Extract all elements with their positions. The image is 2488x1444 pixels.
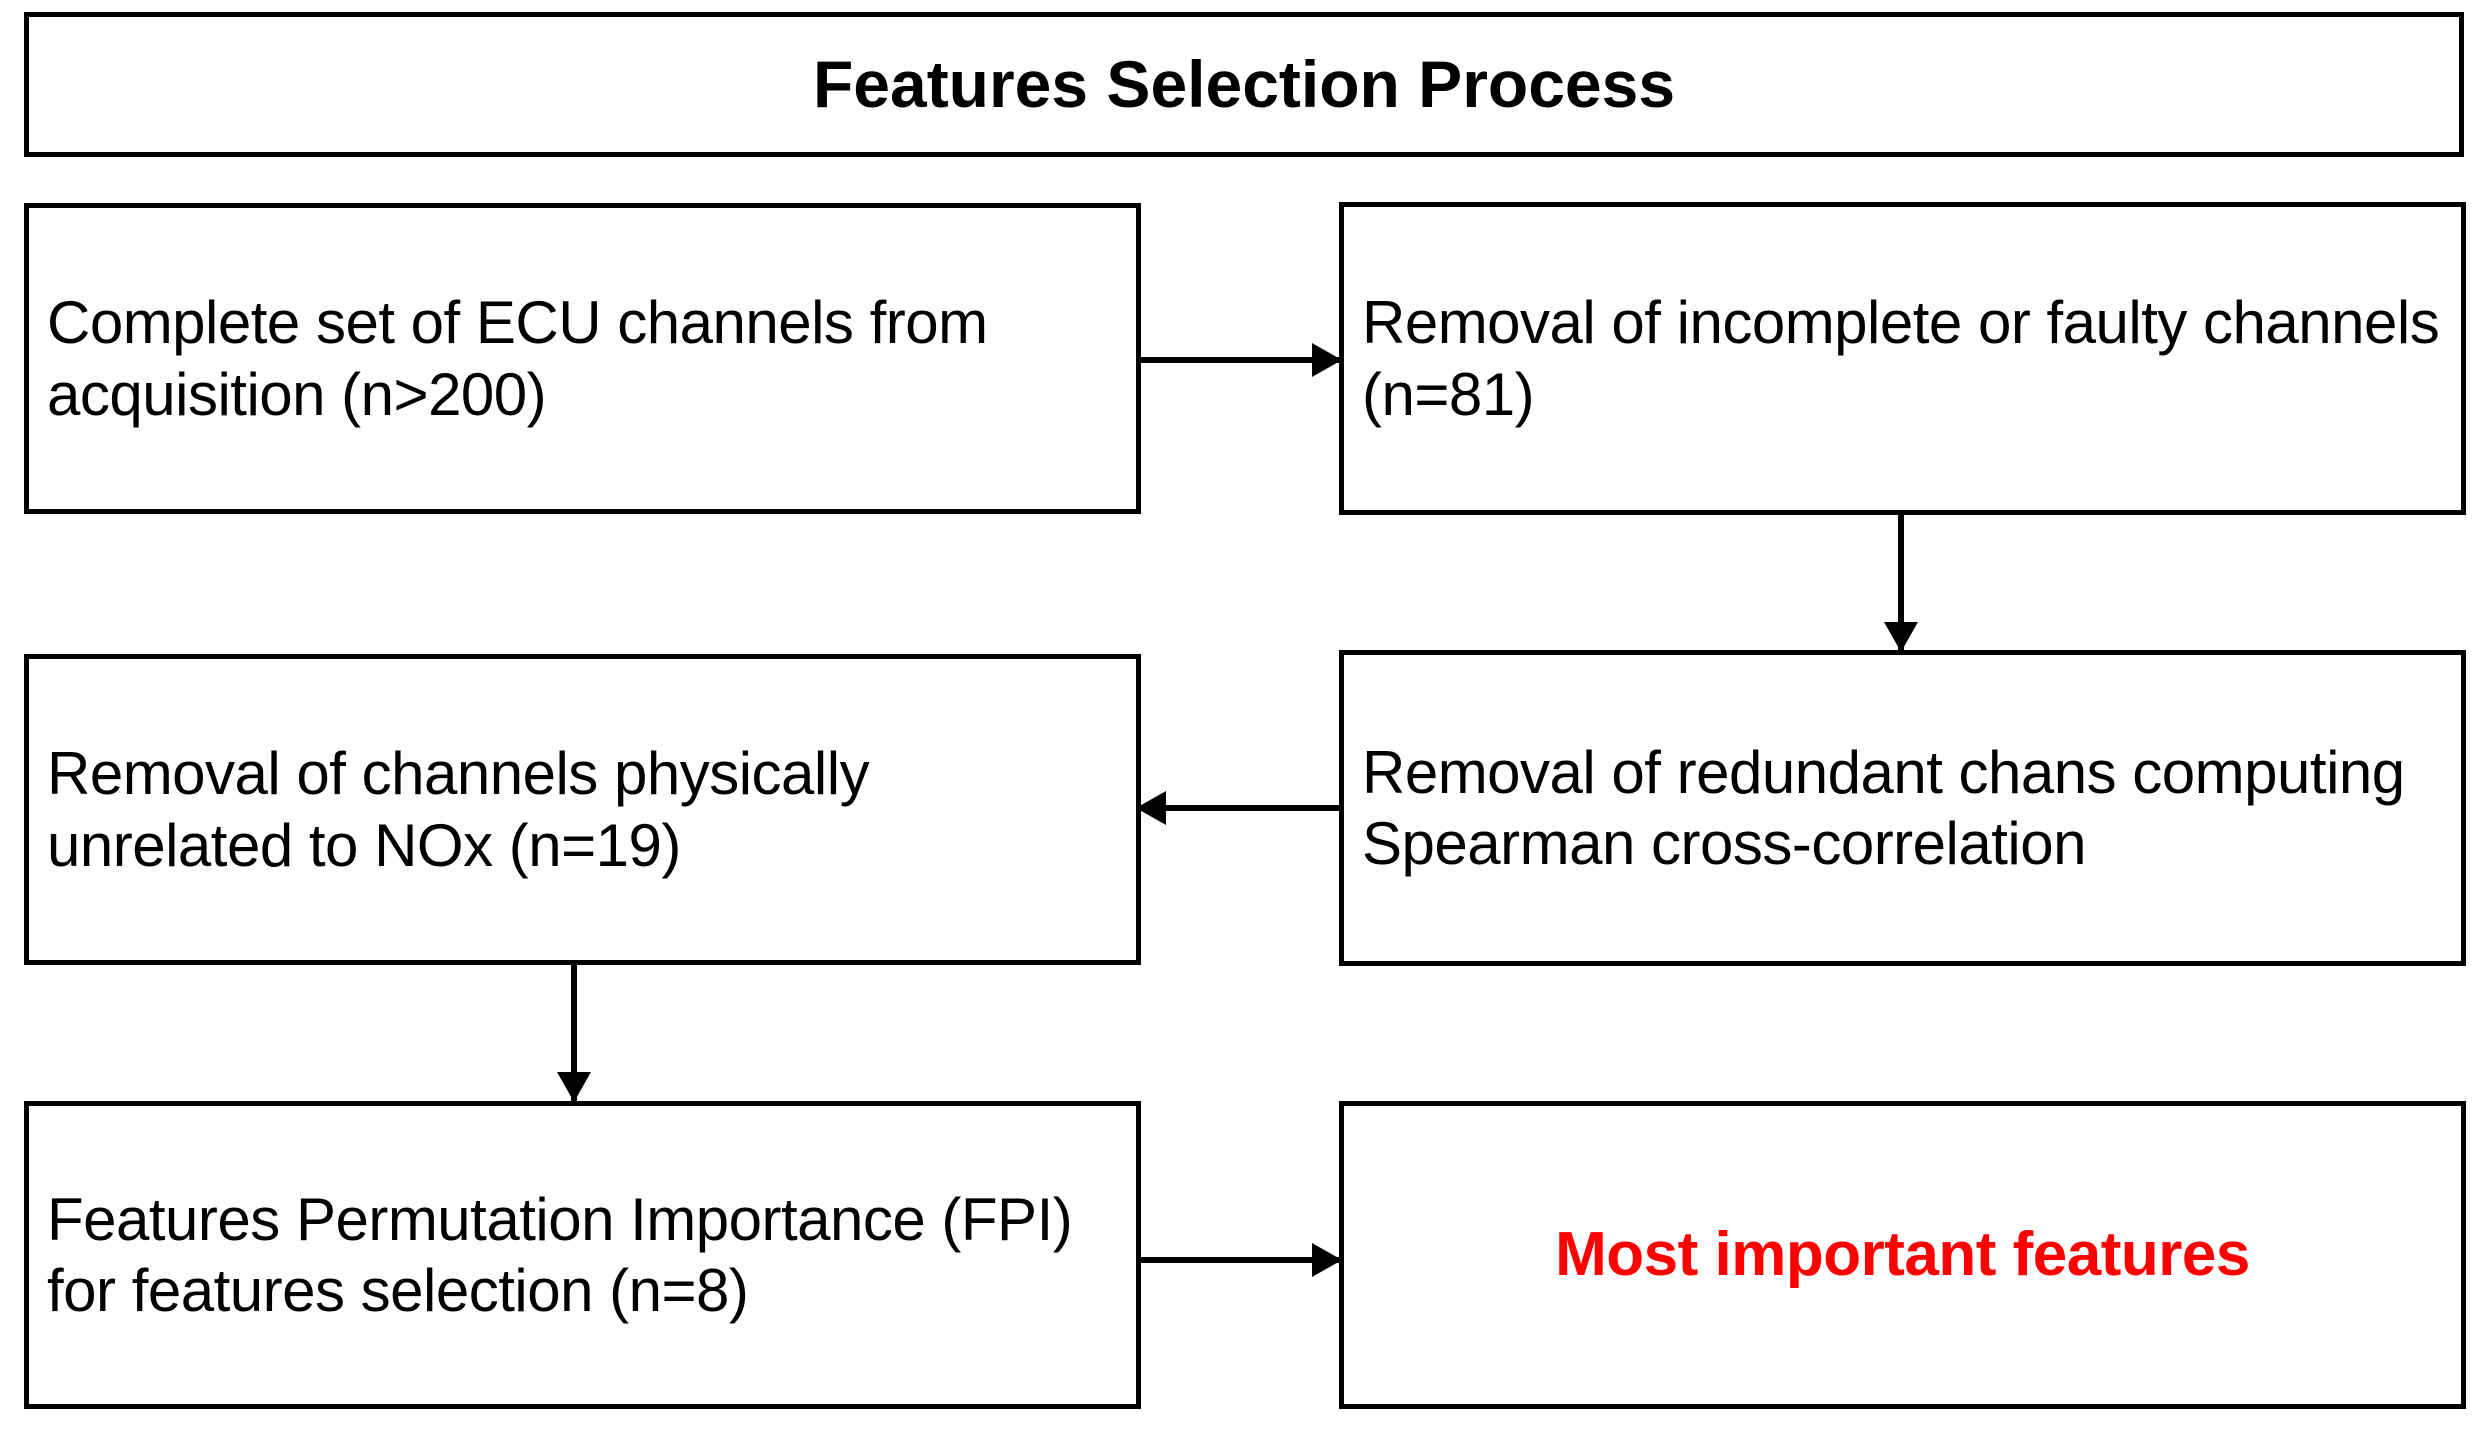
edge-fpi-to-most-important-line <box>1141 1257 1341 1263</box>
node-complete-set[interactable]: Complete set of ECU channels from acquis… <box>24 203 1141 514</box>
edge-removal-unrelated-to-fpi-line <box>571 963 577 1105</box>
node-removal-unrelated-label: Removal of channels physically unrelated… <box>47 740 870 879</box>
diagram-title-text: Features Selection Process <box>812 47 1676 122</box>
node-fpi[interactable]: Features Permutation Importance (FPI) fo… <box>24 1101 1141 1409</box>
node-removal-unrelated[interactable]: Removal of channels physically unrelated… <box>24 654 1141 965</box>
arrow-down-icon <box>1884 622 1918 652</box>
edge-complete-set-to-removal-faulty-line <box>1141 357 1341 363</box>
node-removal-redundant[interactable]: Removal of redundant chans computing Spe… <box>1339 650 2466 966</box>
node-fpi-label: Features Permutation Importance (FPI) fo… <box>47 1185 1073 1324</box>
node-removal-faulty-label: Removal of incomplete or faulty channels… <box>1362 289 2440 428</box>
arrow-right-icon <box>1312 343 1342 377</box>
arrow-right-icon <box>1312 1243 1342 1277</box>
edge-removal-faulty-to-removal-redundant-line <box>1898 515 1904 655</box>
diagram-title-box: Features Selection Process <box>24 12 2464 157</box>
node-most-important-label: Most important features <box>1555 1220 2250 1290</box>
node-removal-redundant-label: Removal of redundant chans computing Spe… <box>1362 738 2405 877</box>
arrow-down-icon <box>557 1072 591 1102</box>
node-complete-set-label: Complete set of ECU channels from acquis… <box>47 289 988 428</box>
node-removal-faulty[interactable]: Removal of incomplete or faulty channels… <box>1339 202 2466 515</box>
node-most-important[interactable]: Most important features <box>1339 1101 2466 1409</box>
edge-removal-redundant-to-removal-unrelated-line <box>1140 805 1342 811</box>
arrow-left-icon <box>1136 791 1166 825</box>
